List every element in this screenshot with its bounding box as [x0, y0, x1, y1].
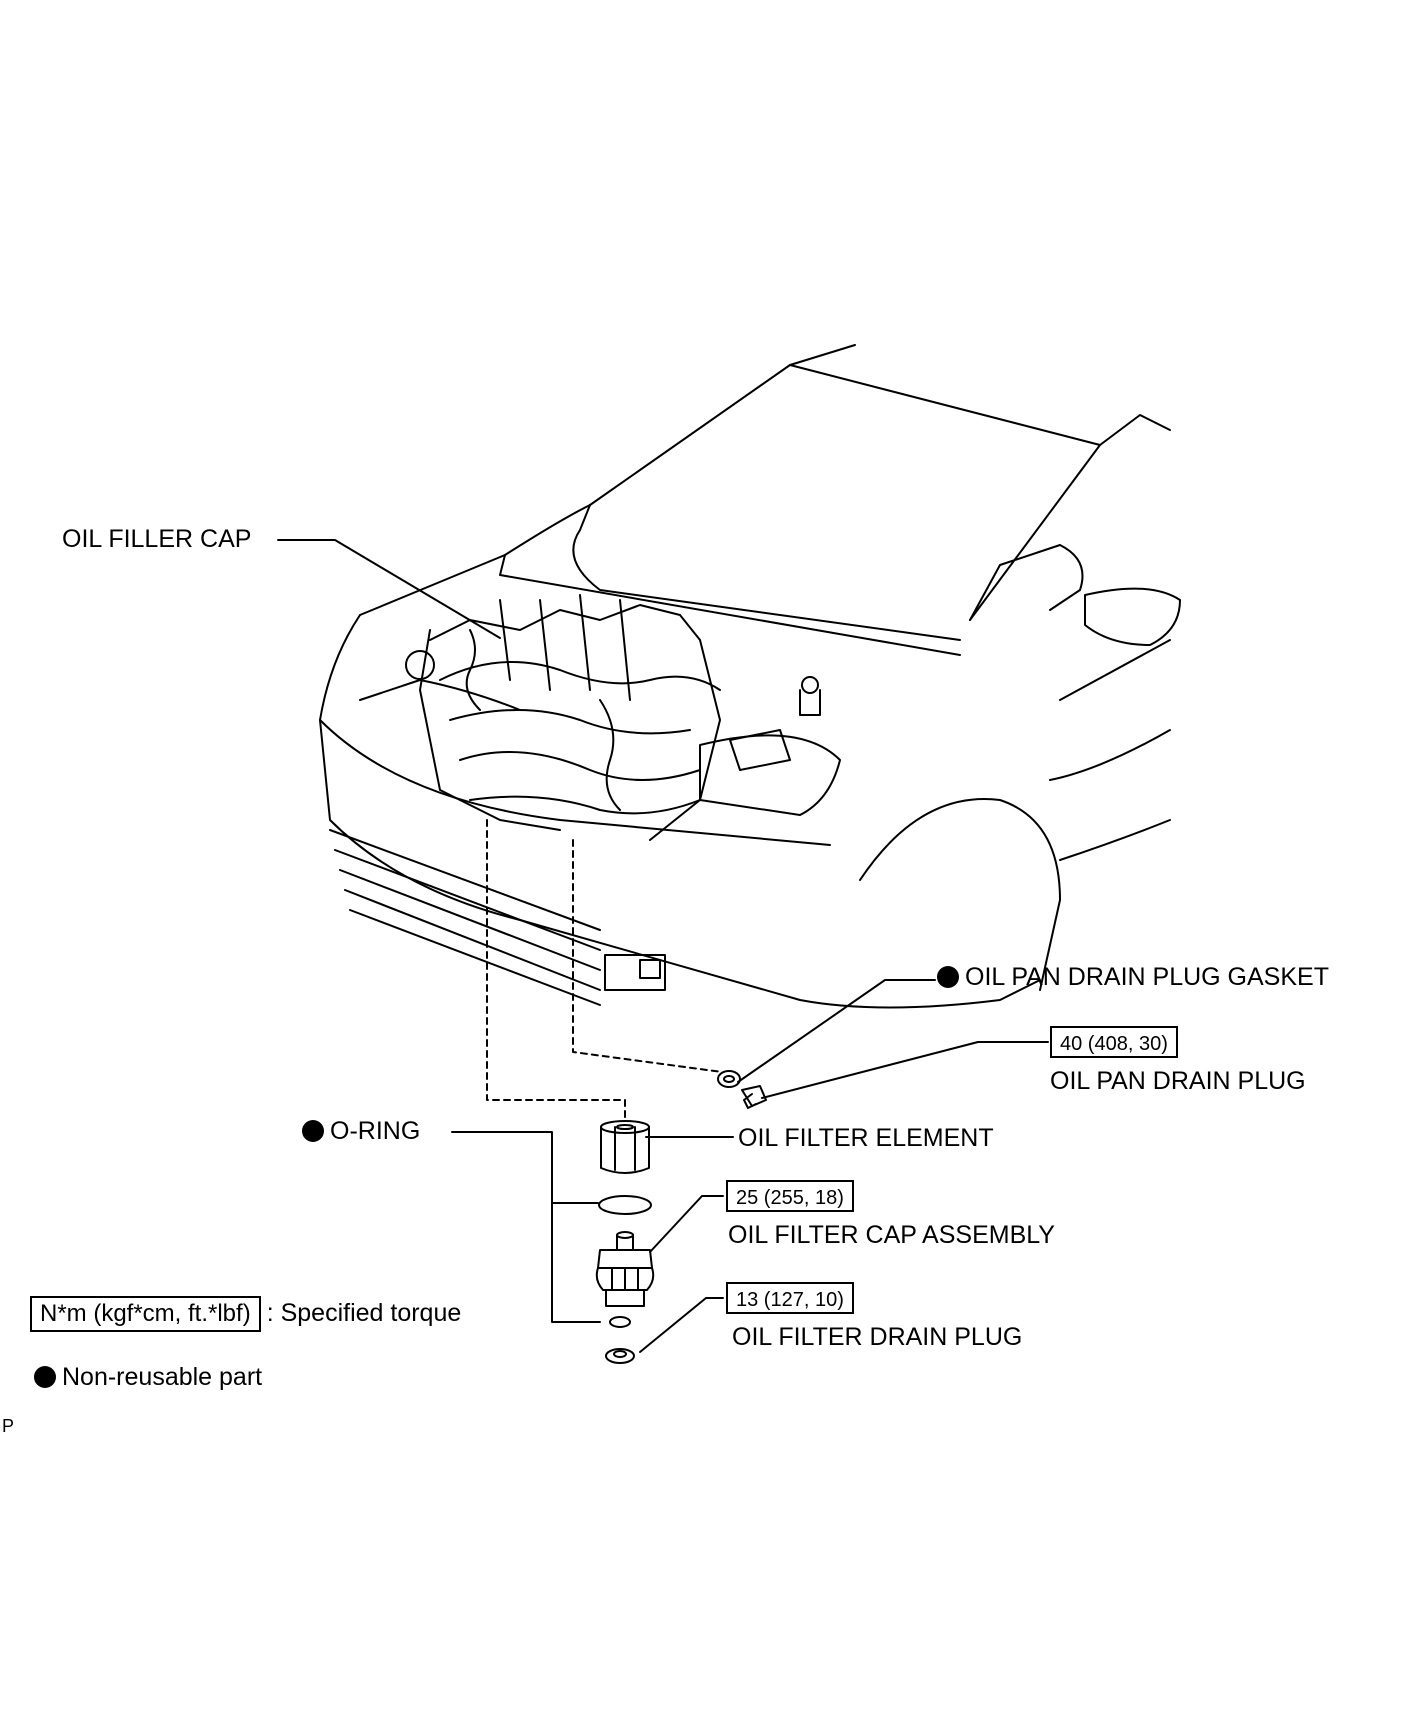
oil-filter-element-part — [600, 1120, 650, 1174]
non-reusable-dot-icon — [34, 1366, 56, 1388]
car-illustration — [319, 344, 1181, 1009]
nonreusable-legend: Non-reusable part — [34, 1362, 262, 1392]
torque-unit-box: N*m (kgf*cm, ft.*lbf) — [30, 1296, 261, 1332]
oil-pan-drain-plug-torque: 40 (408, 30) — [1050, 1026, 1178, 1058]
oil-filter-drain-plug-part — [605, 1348, 635, 1364]
oil-filter-element-label: OIL FILTER ELEMENT — [738, 1124, 994, 1152]
figure-code: P — [2, 1416, 15, 1436]
oil-filter-drain-plug-torque: 13 (127, 10) — [726, 1282, 854, 1314]
non-reusable-dot-icon — [302, 1120, 324, 1142]
oil-pan-drain-plug-gasket-part — [717, 1070, 741, 1088]
non-reusable-dot-icon — [937, 966, 959, 988]
torque-legend-text: : Specified torque — [266, 1299, 462, 1327]
oil-pan-drain-plug-part — [741, 1085, 767, 1109]
oil-filter-cap-assembly-label: OIL FILTER CAP ASSEMBLY — [728, 1221, 1055, 1249]
o-ring-part — [598, 1195, 652, 1215]
o-ring-label: O-RING — [302, 1116, 420, 1146]
oil-filter-cap-assembly-torque: 25 (255, 18) — [726, 1180, 854, 1212]
oil-pan-drain-plug-gasket-label: OIL PAN DRAIN PLUG GASKET — [937, 962, 1329, 992]
leader-lines — [277, 539, 1049, 1353]
oil-filter-drain-plug-label: OIL FILTER DRAIN PLUG — [732, 1323, 1023, 1351]
small-o-ring-part — [609, 1316, 631, 1328]
oil-filler-cap-label: OIL FILLER CAP — [62, 525, 252, 553]
oil-filter-cap-assembly-part — [595, 1231, 655, 1307]
torque-legend: N*m (kgf*cm, ft.*lbf): Specified torque — [30, 1295, 461, 1332]
oil-pan-drain-plug-label: OIL PAN DRAIN PLUG — [1050, 1067, 1306, 1095]
dashed-routing-lines — [486, 819, 723, 1121]
